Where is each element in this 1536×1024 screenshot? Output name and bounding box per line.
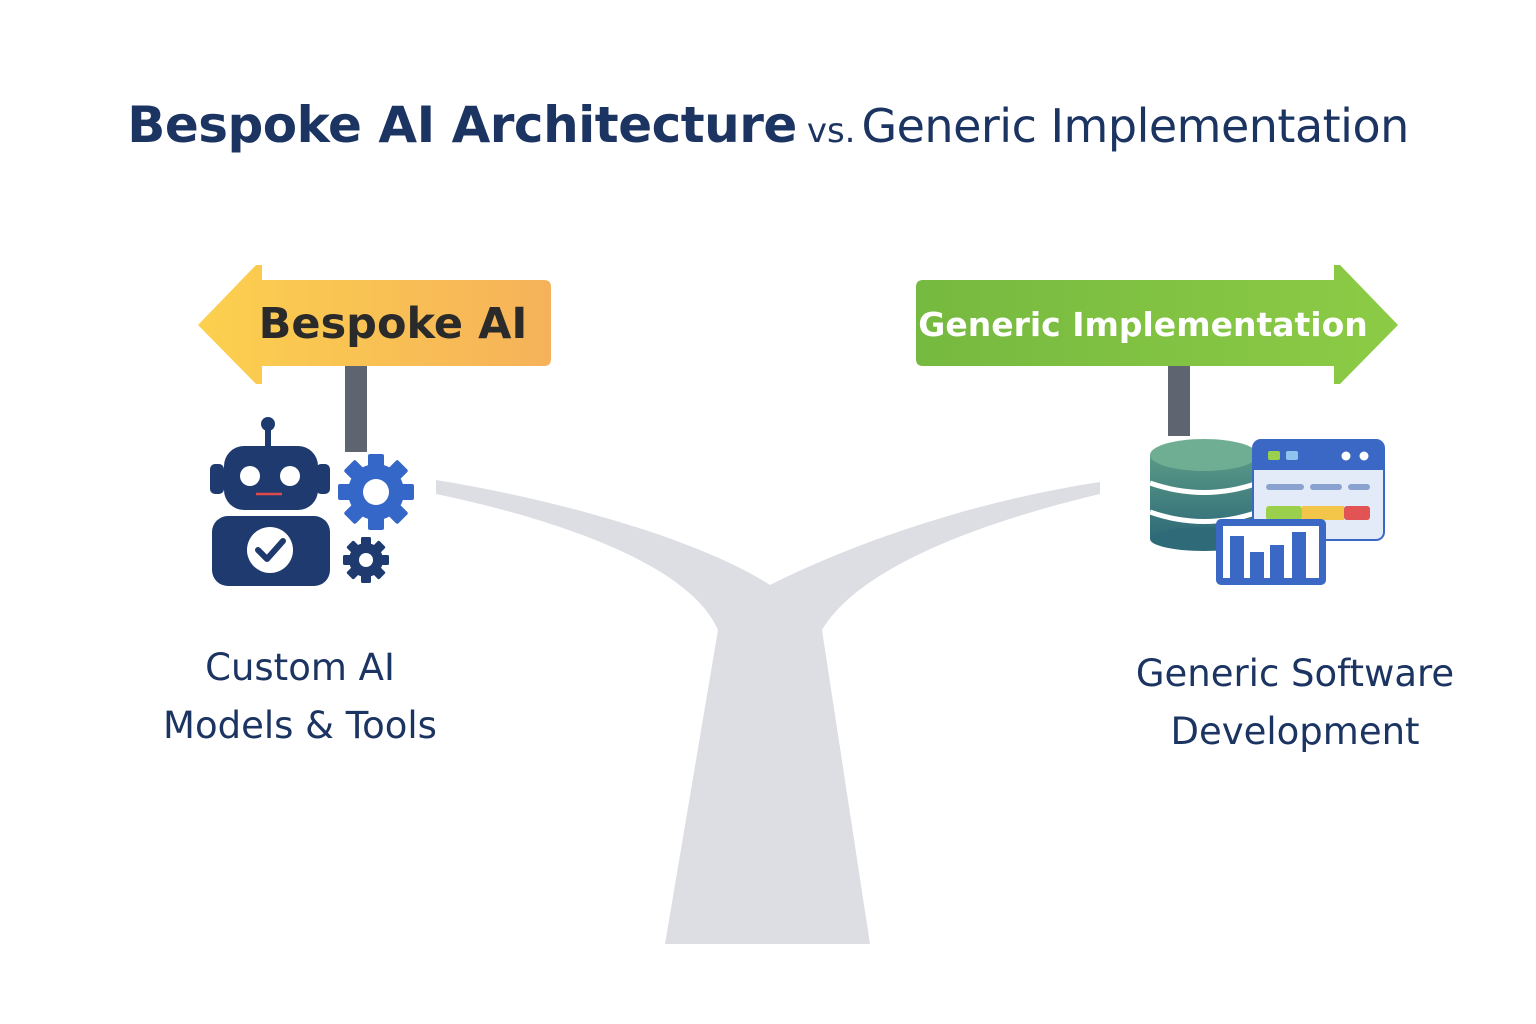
robot-icon: [210, 417, 330, 586]
left-sign-post: [345, 362, 367, 452]
right-caption-line-1: Generic Software: [1135, 652, 1455, 695]
right-caption: Generic Software Development: [1100, 645, 1490, 761]
small-gear-icon: [343, 537, 389, 583]
title-sub: Generic Implementation: [861, 99, 1409, 153]
left-sign-label: Bespoke AI: [258, 299, 528, 349]
right-caption-line-2: Development: [1170, 710, 1420, 753]
left-caption-line-1: Custom AI: [205, 646, 395, 689]
right-sign-post: [1168, 362, 1190, 436]
browser-window-icon: [1252, 439, 1385, 541]
title-vs: vs.: [806, 111, 856, 151]
gear-icon: [338, 454, 414, 530]
bar-chart-icon: [1216, 519, 1326, 585]
right-sign-arrow: [916, 265, 1398, 384]
right-sign-label: Generic Implementation: [918, 304, 1368, 344]
title-main: Bespoke AI Architecture: [127, 96, 797, 154]
left-caption: Custom AI Models & Tools: [130, 639, 470, 755]
left-sign-arrow: [198, 265, 551, 384]
left-caption-line-2: Models & Tools: [163, 704, 437, 747]
road: [436, 480, 1100, 944]
